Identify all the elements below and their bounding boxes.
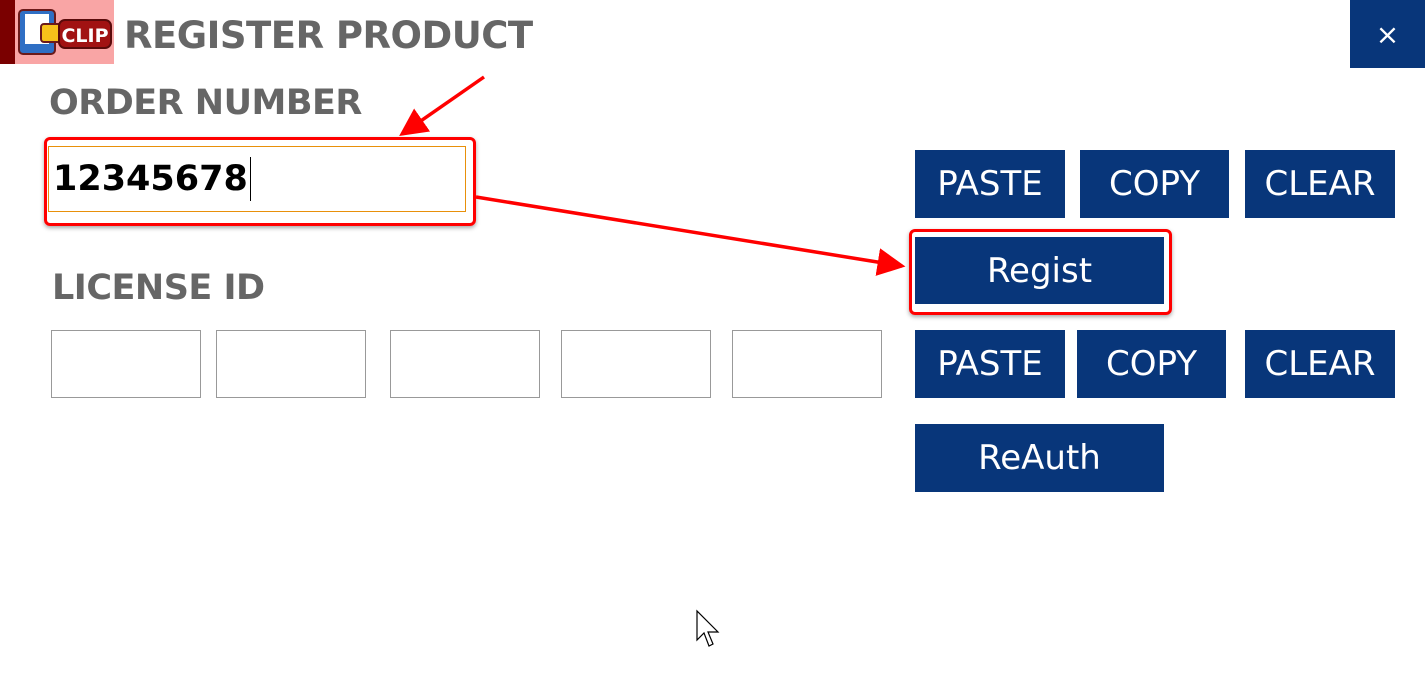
app-logo: CLIP bbox=[0, 0, 114, 64]
license-id-field-2[interactable] bbox=[216, 330, 366, 398]
license-id-label: LICENSE ID bbox=[52, 268, 265, 308]
license-id-field-1[interactable] bbox=[51, 330, 201, 398]
license-paste-button[interactable]: PASTE bbox=[915, 330, 1065, 398]
mouse-cursor-icon bbox=[696, 609, 720, 647]
license-copy-button[interactable]: COPY bbox=[1077, 330, 1226, 398]
window-title: REGISTER PRODUCT bbox=[124, 14, 533, 57]
close-icon: × bbox=[1375, 17, 1400, 51]
arrow-to-order-input bbox=[399, 75, 485, 136]
license-clear-button[interactable]: CLEAR bbox=[1245, 330, 1395, 398]
clip-logo-icon: CLIP bbox=[18, 9, 112, 55]
reauth-button[interactable]: ReAuth bbox=[915, 424, 1164, 492]
text-caret bbox=[249, 157, 251, 201]
order-clear-button[interactable]: CLEAR bbox=[1245, 150, 1395, 218]
order-number-input[interactable]: 12345678 bbox=[48, 146, 466, 212]
order-number-value: 12345678 bbox=[53, 159, 248, 199]
license-id-field-3[interactable] bbox=[390, 330, 540, 398]
order-number-label: ORDER NUMBER bbox=[49, 83, 362, 123]
license-id-field-5[interactable] bbox=[732, 330, 882, 398]
close-button[interactable]: × bbox=[1350, 0, 1425, 68]
license-id-field-4[interactable] bbox=[561, 330, 711, 398]
logo-strip bbox=[0, 0, 15, 64]
annotation-highlight-order-input bbox=[44, 137, 476, 226]
annotation-highlight-regist bbox=[909, 229, 1172, 315]
order-copy-button[interactable]: COPY bbox=[1080, 150, 1229, 218]
regist-button[interactable]: Regist bbox=[915, 237, 1164, 304]
order-paste-button[interactable]: PASTE bbox=[915, 150, 1065, 218]
arrow-to-regist bbox=[475, 195, 906, 276]
svg-text:CLIP: CLIP bbox=[61, 25, 108, 47]
